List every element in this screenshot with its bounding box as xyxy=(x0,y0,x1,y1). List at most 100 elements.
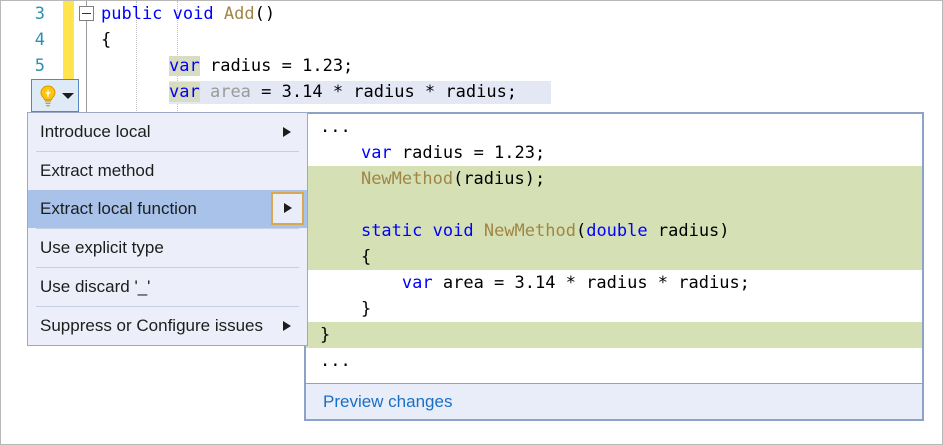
chevron-down-icon[interactable] xyxy=(62,93,74,99)
token-space xyxy=(422,221,432,241)
token-var: var xyxy=(360,143,392,163)
editor-line-6: 6 var area = 3.14 * radius * radius; xyxy=(1,79,942,105)
token-radius: radius xyxy=(209,56,272,76)
token-space xyxy=(392,143,402,163)
code-line-text: { xyxy=(101,27,111,53)
preview-line-added: NewMethod(radius); xyxy=(306,166,922,192)
change-bar xyxy=(63,1,74,113)
menu-item-label: Extract local function xyxy=(40,199,197,218)
token-open-brace: { xyxy=(101,30,112,50)
menu-separator xyxy=(36,267,299,268)
token-indent xyxy=(320,143,361,163)
preview-line: var area = 3.14 * radius * radius; xyxy=(306,270,922,296)
token-space xyxy=(214,4,224,24)
line-number: 3 xyxy=(34,4,45,24)
token-var: var xyxy=(169,56,200,76)
preview-line-added: static void NewMethod(double radius) xyxy=(306,218,922,244)
editor-line-5: 5 var radius = 1.23; xyxy=(1,53,942,79)
code-line-text: var radius = 1.23; xyxy=(169,53,353,79)
editor-line-4: 4 { xyxy=(1,27,942,53)
chevron-right-icon xyxy=(283,127,291,137)
line-number: 4 xyxy=(34,30,45,50)
token-parens: () xyxy=(254,4,276,24)
token-expression: 3.14 * radius * radius; xyxy=(281,82,518,102)
lightbulb-icon xyxy=(40,85,56,107)
token-close-brace: } xyxy=(320,325,331,345)
token-expression: = 3.14 * radius * radius; xyxy=(483,273,750,293)
token-var: var xyxy=(401,273,433,293)
token-space xyxy=(200,56,210,76)
token-value: = 1.23; xyxy=(463,143,546,163)
token-radius: radius xyxy=(401,143,464,163)
code-line-text: public void Add() xyxy=(101,1,275,27)
preview-line: ... xyxy=(306,114,922,140)
quick-actions-preview-panel: ... var radius = 1.23; NewMethod(radius)… xyxy=(304,112,924,421)
token-space xyxy=(648,221,658,241)
quick-actions-lightbulb-button[interactable] xyxy=(31,79,79,112)
token-ellipsis: ... xyxy=(320,117,351,137)
submenu-expander-button[interactable] xyxy=(271,192,304,225)
menu-separator xyxy=(36,306,299,307)
preview-line-added: { xyxy=(306,244,922,270)
editor-line-3: 3 public void Add() xyxy=(1,1,942,27)
menu-item-suppress-or-configure-issues[interactable]: Suppress or Configure issues xyxy=(28,307,307,345)
preview-line: } xyxy=(306,296,922,322)
outlining-vertical-line xyxy=(86,1,87,113)
token-area: area xyxy=(209,82,251,102)
token-open-paren: ( xyxy=(575,221,587,241)
collapse-minus-icon[interactable] xyxy=(79,6,94,21)
token-indent xyxy=(320,273,402,293)
menu-item-label: Extract method xyxy=(40,161,155,180)
token-indent xyxy=(320,299,361,319)
token-var: var xyxy=(169,82,200,102)
preview-footer: Preview changes xyxy=(306,383,922,419)
token-space xyxy=(433,273,443,293)
preview-changes-link[interactable]: Preview changes xyxy=(323,392,453,411)
token-close-paren: ) xyxy=(719,221,730,241)
token-space xyxy=(162,4,172,24)
menu-item-extract-method[interactable]: Extract method xyxy=(28,152,307,190)
menu-item-label: Suppress or Configure issues xyxy=(40,316,264,335)
token-static: static xyxy=(360,221,423,241)
menu-item-use-explicit-type[interactable]: Use explicit type xyxy=(28,229,307,267)
menu-item-label: Use discard '_' xyxy=(40,277,151,296)
chevron-right-icon xyxy=(283,321,291,331)
quick-actions-context-menu[interactable]: Introduce local Extract method Extract l… xyxy=(27,112,308,346)
token-value: 1.23; xyxy=(302,56,354,76)
menu-item-label: Introduce local xyxy=(40,122,151,141)
token-ellipsis: ... xyxy=(320,351,351,371)
menu-item-extract-local-function[interactable]: Extract local function xyxy=(28,190,307,228)
code-line-text: var area = 3.14 * radius * radius; xyxy=(169,79,517,105)
menu-separator xyxy=(36,151,299,152)
menu-item-use-discard[interactable]: Use discard '_' xyxy=(28,268,307,306)
token-public: public xyxy=(101,4,163,24)
selection-highlight xyxy=(169,81,551,104)
token-radius: radius xyxy=(657,221,720,241)
token-newmethod: NewMethod xyxy=(483,221,576,241)
token-double: double xyxy=(586,221,648,241)
token-void: void xyxy=(172,4,214,24)
token-assign: = xyxy=(271,56,303,76)
token-open-brace: { xyxy=(360,247,372,267)
preview-line: var radius = 1.23; xyxy=(306,140,922,166)
token-newmethod: NewMethod xyxy=(360,169,454,189)
token-space xyxy=(200,82,210,102)
token-void: void xyxy=(432,221,474,241)
token-area: area xyxy=(442,273,484,293)
token-assign: = xyxy=(250,82,282,102)
preview-code-area: ... var radius = 1.23; NewMethod(radius)… xyxy=(306,114,922,382)
menu-item-introduce-local[interactable]: Introduce local xyxy=(28,113,307,151)
menu-separator xyxy=(36,228,299,229)
line-number: 5 xyxy=(34,56,45,76)
token-add: Add xyxy=(223,4,255,24)
token-indent xyxy=(320,169,361,189)
token-indent xyxy=(320,221,361,241)
token-indent xyxy=(320,247,361,267)
menu-item-label: Use explicit type xyxy=(40,238,164,257)
token-call-args: (radius); xyxy=(453,169,546,189)
indent-guide-1 xyxy=(136,1,137,113)
preview-line-added: } xyxy=(306,322,922,348)
code-editor[interactable]: 3 public void Add() 4 { 5 var radius = 1… xyxy=(1,1,942,113)
token-space xyxy=(474,221,484,241)
